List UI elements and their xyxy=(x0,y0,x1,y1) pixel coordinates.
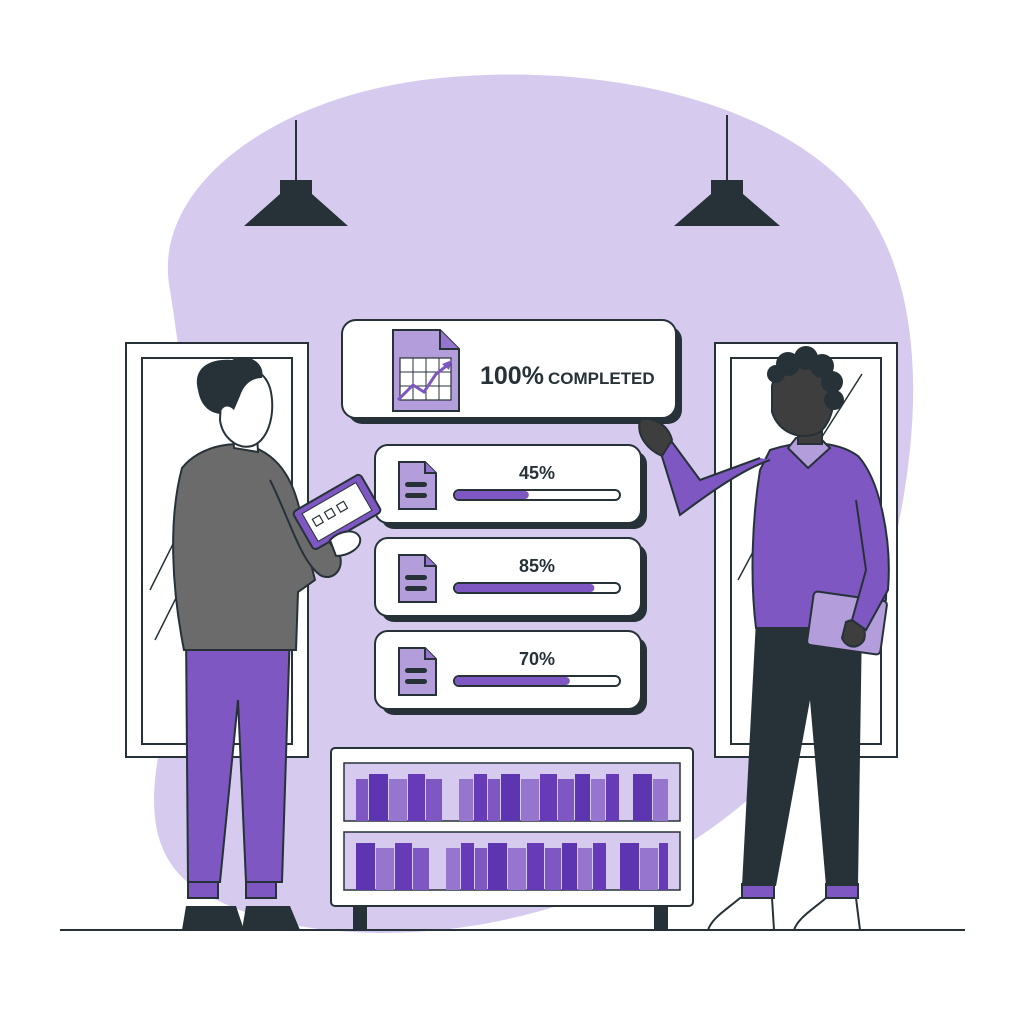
progress-card-list: 45% 85% 70% xyxy=(374,444,647,715)
book xyxy=(475,848,487,890)
book xyxy=(593,843,606,890)
progress-fill xyxy=(455,491,529,499)
book-row xyxy=(356,774,668,890)
lamp-left xyxy=(244,120,348,226)
book xyxy=(653,779,668,821)
summary-percent: 100% xyxy=(480,362,544,390)
book xyxy=(501,774,520,821)
book xyxy=(389,779,407,821)
shoe xyxy=(706,897,776,931)
book xyxy=(461,843,474,890)
person-left xyxy=(172,357,382,930)
book xyxy=(488,843,507,890)
book xyxy=(578,848,592,890)
pants xyxy=(742,620,862,886)
book xyxy=(659,843,668,890)
progress-fill xyxy=(455,677,570,685)
bookshelf xyxy=(330,747,694,930)
book xyxy=(426,779,442,821)
book xyxy=(633,774,652,821)
book xyxy=(408,774,425,821)
book xyxy=(376,848,394,890)
hair xyxy=(767,346,844,410)
book xyxy=(413,848,429,890)
progress-card: 70% xyxy=(374,630,647,715)
progress-card: 45% xyxy=(374,444,647,529)
progress-label: 85% xyxy=(519,556,555,576)
shoe xyxy=(792,897,862,931)
pants xyxy=(184,629,292,883)
book xyxy=(540,774,557,821)
book xyxy=(562,843,577,890)
document-icon xyxy=(398,647,437,696)
book xyxy=(446,848,460,890)
document-icon xyxy=(398,554,437,603)
book xyxy=(521,779,539,821)
book xyxy=(369,774,388,821)
book xyxy=(474,774,487,821)
progress-card: 85% xyxy=(374,537,647,622)
book xyxy=(640,848,658,890)
book xyxy=(356,843,375,890)
book xyxy=(558,779,574,821)
shoe xyxy=(242,906,300,930)
book xyxy=(488,779,500,821)
hair xyxy=(196,357,263,414)
book xyxy=(606,774,619,821)
book xyxy=(356,779,368,821)
summary-status: COMPLETED xyxy=(548,369,655,388)
progress-label: 45% xyxy=(519,463,555,483)
summary-card: 100%COMPLETED xyxy=(341,319,682,424)
book xyxy=(459,779,473,821)
book xyxy=(395,843,412,890)
book xyxy=(575,774,590,821)
person-right xyxy=(638,346,890,931)
book xyxy=(527,843,544,890)
progress-label: 70% xyxy=(519,649,555,669)
document-icon xyxy=(398,461,437,510)
lamp-right xyxy=(674,115,780,226)
progress-fill xyxy=(455,584,595,592)
book xyxy=(591,779,605,821)
book xyxy=(620,843,639,890)
book xyxy=(545,848,561,890)
book xyxy=(508,848,526,890)
shoe xyxy=(182,906,244,930)
chart-document-icon xyxy=(392,329,460,412)
tablet-icon xyxy=(292,473,382,551)
svg-text:100%COMPLETED: 100%COMPLETED xyxy=(480,362,655,390)
